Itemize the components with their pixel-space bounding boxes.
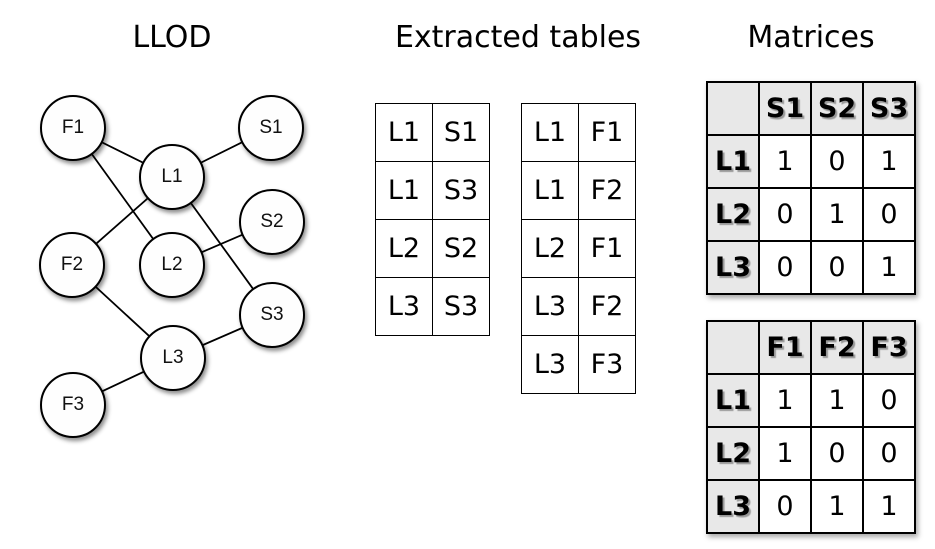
extracted-tables-section-title: Extracted tables [394, 20, 642, 55]
matrices-section-title: Matrices [747, 20, 875, 55]
matrix-corner-cell [706, 81, 760, 136]
graph-node-S1: S1 [238, 95, 304, 161]
table-cell: F1 [578, 219, 636, 278]
matrix-value-cell: 0 [758, 479, 812, 534]
table-cell: F2 [578, 277, 636, 336]
matrix-col-header: F1 [758, 320, 812, 375]
matrix-value-cell: 0 [810, 240, 864, 295]
matrix-row-header: L2 [706, 426, 760, 481]
graph-node-S3: S3 [239, 282, 305, 348]
graph-node-L1: L1 [139, 144, 205, 210]
matrix-col-header: S2 [810, 81, 864, 136]
table-cell: L1 [521, 161, 579, 220]
matrix-col-header: S3 [862, 81, 916, 136]
graph-node-L3: L3 [140, 325, 206, 391]
matrix-value-cell: 1 [758, 373, 812, 428]
matrix-value-cell: 0 [862, 426, 916, 481]
matrix-row-header: L1 [706, 134, 760, 189]
matrix-value-cell: 0 [862, 187, 916, 242]
graph-node-S2: S2 [239, 189, 305, 255]
matrix-value-cell: 1 [758, 426, 812, 481]
table-cell: S1 [432, 103, 490, 162]
table-cell: F3 [578, 335, 636, 394]
table-cell: S2 [432, 219, 490, 278]
table-cell: F2 [578, 161, 636, 220]
matrix-value-cell: 0 [862, 373, 916, 428]
table-cell: L2 [521, 219, 579, 278]
matrix-value-cell: 0 [810, 426, 864, 481]
table-cell: S3 [432, 277, 490, 336]
matrix-row-header: L3 [706, 479, 760, 534]
graph-node-F2: F2 [39, 232, 105, 298]
table-cell: L2 [375, 219, 433, 278]
graph-section-title: LLOD [132, 20, 212, 55]
table-cell: F1 [578, 103, 636, 162]
table-cell: L3 [521, 277, 579, 336]
graph-node-F3: F3 [40, 372, 106, 438]
graph-node-F1: F1 [40, 95, 106, 161]
matrix-row-header: L1 [706, 373, 760, 428]
matrix-value-cell: 0 [758, 187, 812, 242]
matrix-col-header: F3 [862, 320, 916, 375]
matrix-col-header: S1 [758, 81, 812, 136]
matrix-value-cell: 1 [862, 240, 916, 295]
matrix-value-cell: 0 [758, 240, 812, 295]
matrix-value-cell: 1 [862, 134, 916, 189]
matrix-col-header: F2 [810, 320, 864, 375]
table-cell: L1 [521, 103, 579, 162]
matrix-value-cell: 1 [862, 479, 916, 534]
matrix-value-cell: 1 [810, 479, 864, 534]
table-cell: L1 [375, 161, 433, 220]
table-cell: S3 [432, 161, 490, 220]
table-cell: L3 [521, 335, 579, 394]
matrix-value-cell: 1 [810, 373, 864, 428]
table-cell: L3 [375, 277, 433, 336]
table-cell: L1 [375, 103, 433, 162]
matrix-value-cell: 0 [810, 134, 864, 189]
matrix-row-header: L2 [706, 187, 760, 242]
matrix-value-cell: 1 [810, 187, 864, 242]
matrix-value-cell: 1 [758, 134, 812, 189]
matrix-row-header: L3 [706, 240, 760, 295]
graph-node-L2: L2 [139, 232, 205, 298]
matrix-corner-cell [706, 320, 760, 375]
